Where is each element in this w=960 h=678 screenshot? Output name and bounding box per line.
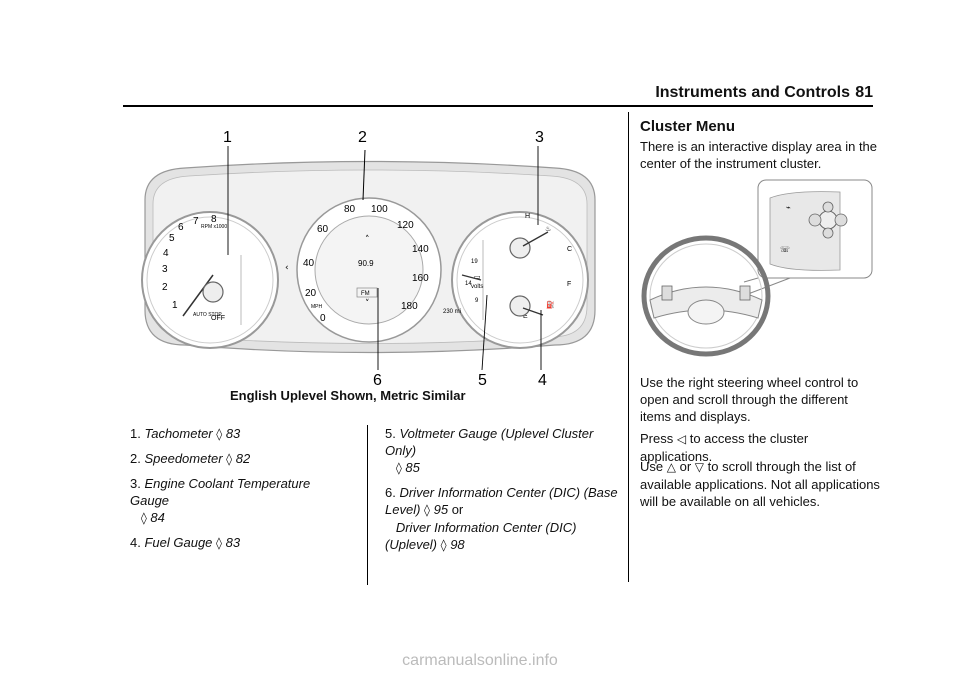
callout-list-right: 5. Voltmeter Gauge (Uplevel Cluster Only… (385, 425, 625, 561)
volts-tick-14: 14 (465, 281, 472, 287)
callout-1: 1 (223, 129, 232, 146)
page-ref-link[interactable]: 85 (405, 460, 420, 475)
callout-list-left: 1. Tachometer ◊ 83 2. Speedometer ◊ 82 3… (130, 425, 340, 559)
page-ref-link[interactable]: 98 (450, 537, 465, 552)
tach-rpm-text: RPM x1000 (201, 224, 227, 230)
tach-tick-5: 5 (169, 233, 175, 244)
speed-unit-label: MPH (311, 304, 323, 310)
voice-icon: ⌁ (786, 203, 791, 212)
speed-tick-80: 80 (344, 204, 356, 215)
fuel-empty-label: E (523, 313, 528, 320)
callout-3: 3 (535, 129, 544, 146)
temp-cold-label: C (567, 246, 572, 253)
down-arrow-icon: ▽ (694, 460, 705, 474)
header-rule (123, 105, 873, 107)
section-title: Cluster Menu (640, 118, 736, 135)
odometer-readout: 230 mi (443, 309, 461, 315)
speed-tick-20: 20 (305, 288, 317, 299)
list-item: 1. Tachometer ◊ 83 (130, 426, 241, 441)
header-title: Instruments and Controls (655, 84, 850, 101)
temp-hot-label: H (525, 213, 530, 220)
fuel-pump-icon: ⛽ (546, 300, 555, 309)
tach-tick-8: 8 (211, 214, 217, 225)
page-ref-link[interactable]: 82 (235, 451, 251, 466)
speed-tick-100: 100 (371, 204, 388, 215)
column-divider (628, 112, 629, 582)
paragraph-scroll: Use △ or ▽ to scroll through the list of… (640, 459, 880, 509)
speed-tick-0: 0 (320, 313, 326, 324)
coolant-temp-icon: ♨ (545, 225, 551, 233)
fuel-full-label: F (567, 281, 571, 288)
dic-up-arrow-icon: ˄ (365, 235, 370, 245)
steering-wheel (641, 235, 771, 357)
page-number: 81 (855, 84, 873, 101)
page-ref-link[interactable]: 83 (225, 535, 241, 550)
back-arrow-icon: ◁ (676, 432, 687, 446)
dic-band-label: FM (361, 291, 370, 297)
page-ref-link[interactable]: 95 (433, 502, 449, 517)
volts-label: volts (471, 284, 483, 290)
phone-icon: ☏ (780, 245, 790, 254)
page-header: Instruments and Controls 81 (0, 0, 960, 110)
dic-center-value: 90.9 (358, 259, 374, 268)
speed-tick-140: 140 (412, 244, 429, 255)
callout-2: 2 (358, 129, 367, 146)
tachometer-gauge: 1 2 3 4 5 6 7 8 RPM x1000 AUTO STOP OFF (141, 211, 279, 349)
callout-6: 6 (373, 372, 382, 389)
speed-tick-180: 180 (401, 301, 418, 312)
list-item: 5. Voltmeter Gauge (Uplevel Cluster Only… (385, 426, 594, 475)
watermark-footer: carmanualsonline.info (402, 652, 558, 669)
callout-4: 4 (538, 372, 547, 389)
list-item: 3. Engine Coolant Temperature Gauge ◊ 84 (130, 476, 311, 525)
tach-rpm-label: RPM x1000 (201, 224, 227, 230)
tach-tick-2: 2 (162, 282, 168, 293)
speed-tick-120: 120 (397, 220, 414, 231)
page-ref-link[interactable]: 83 (225, 426, 241, 441)
volts-tick-19: 19 (471, 259, 478, 265)
paragraph-press: Press ◁ to access the cluster applicatio… (640, 431, 809, 464)
battery-icon: ▭ (474, 273, 481, 281)
list-item: 6. Driver Information Center (DIC) (Base… (385, 485, 618, 552)
volts-tick-9: 9 (475, 298, 479, 304)
page-ref-link[interactable]: 84 (150, 510, 165, 525)
dic-down-arrow-icon: ˅ (365, 299, 370, 309)
list-item: 4. Fuel Gauge ◊ 83 (130, 535, 241, 550)
left-arrow-icon: ‹ (285, 263, 289, 273)
up-arrow-icon: △ (666, 460, 676, 474)
list-item: 2. Speedometer ◊ 82 (130, 451, 251, 466)
speed-tick-160: 160 (412, 273, 429, 284)
speed-tick-60: 60 (317, 224, 329, 235)
tach-autostop-text: AUTO STOP (193, 312, 222, 318)
tach-tick-3: 3 (162, 264, 168, 275)
callout-5: 5 (478, 372, 487, 389)
tach-tick-7: 7 (193, 216, 199, 227)
tach-off-label: OFF (211, 315, 225, 322)
figure-caption: English Uplevel Shown, Metric Similar (230, 388, 466, 403)
tach-tick-4: 4 (163, 248, 169, 259)
speed-tick-40: 40 (303, 258, 315, 269)
list-divider (367, 425, 368, 585)
steering-wheel-figure: ⌁ ☏ (641, 179, 873, 357)
tach-autostop-label: AUTO STOP (193, 312, 222, 318)
tach-tick-1: 1 (172, 300, 178, 311)
paragraph-steering: Use the right steering wheel control to … (640, 375, 859, 424)
tach-tick-6: 6 (178, 222, 184, 233)
speedometer-gauge: 0 20 40 60 80 100 120 140 160 180 MPH ˄ … (296, 149, 442, 343)
control-center-button-icon (818, 210, 838, 230)
paragraph-intro: There is an interactive display area in … (640, 139, 878, 171)
instrument-cluster-figure: 1 2 3 6 5 4 1 2 3 4 5 6 7 8 RPM x1000 AU… (141, 129, 596, 389)
